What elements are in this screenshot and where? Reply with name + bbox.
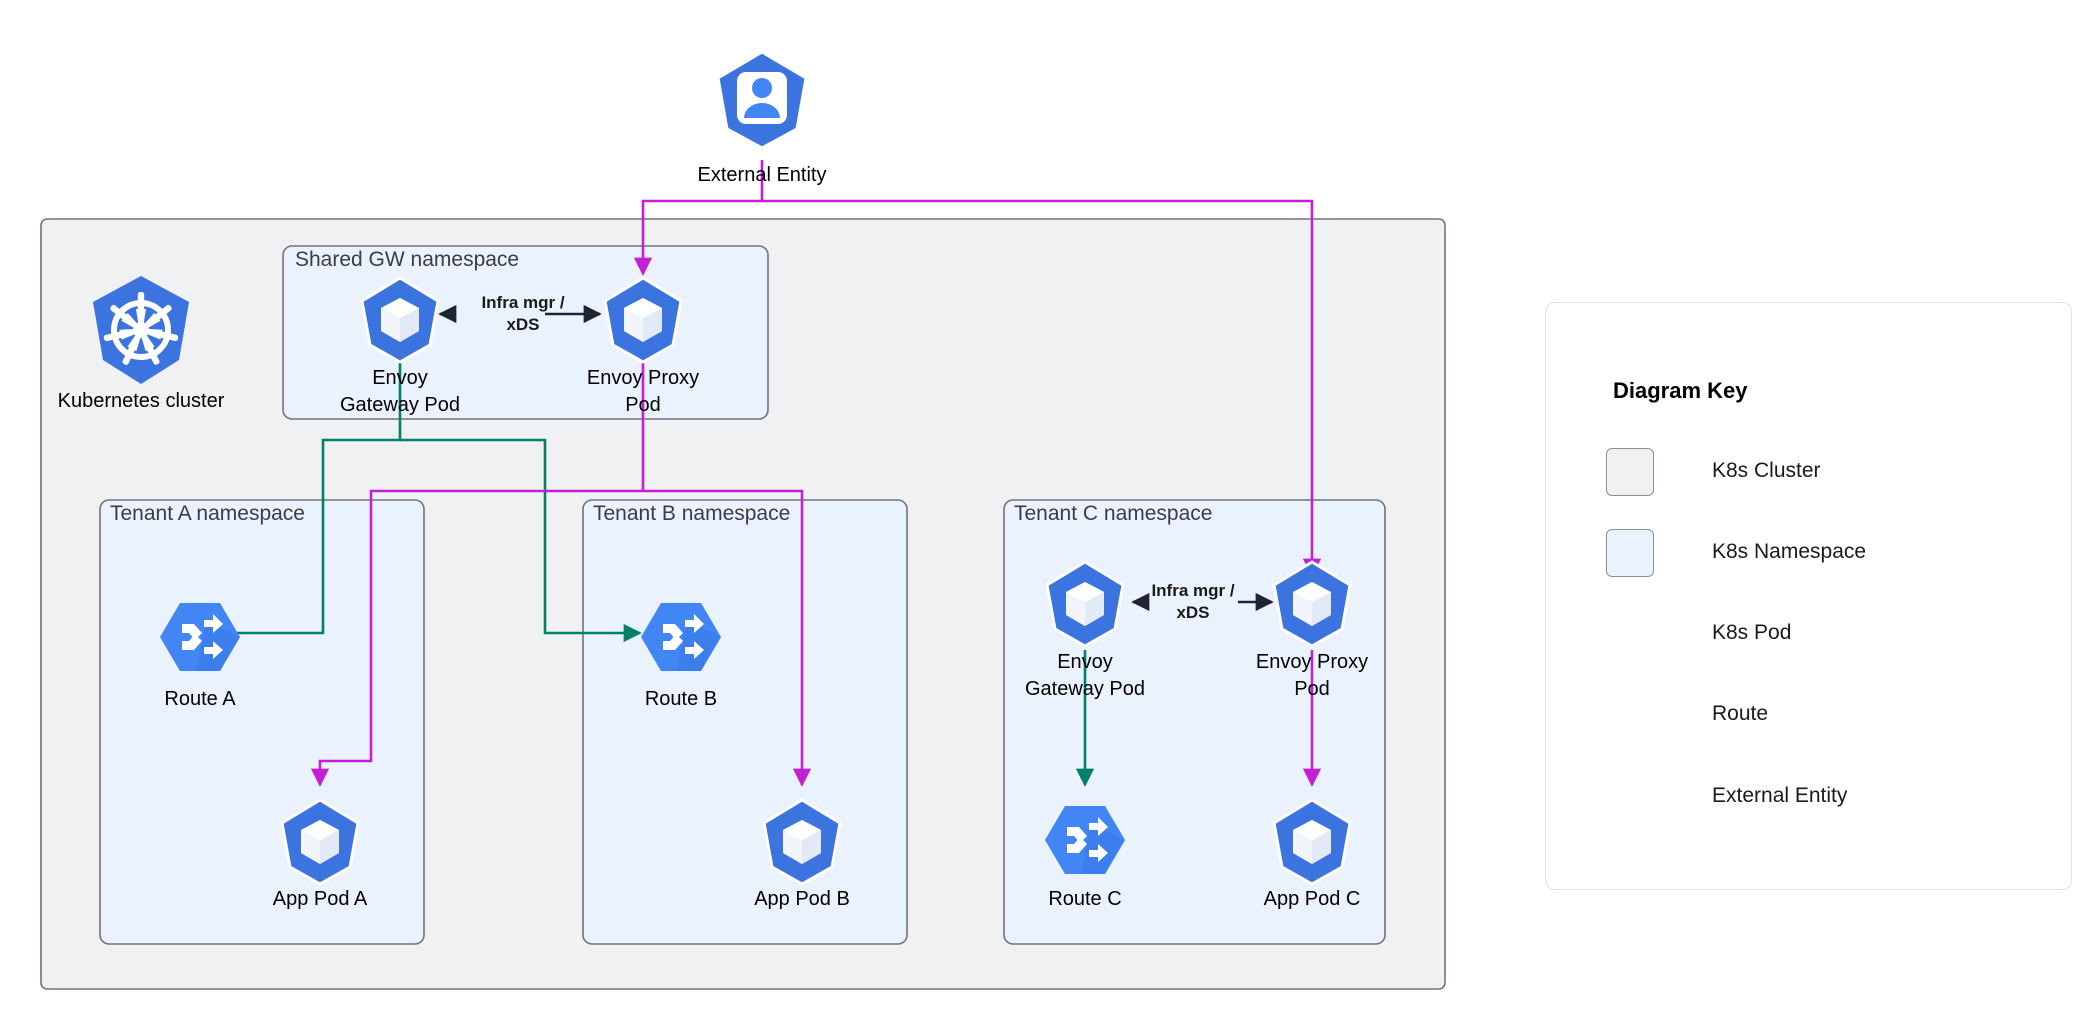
edge-label-tenant-c-infra-mgr: Infra mgr / xDS xyxy=(1151,581,1235,622)
namespace-title-tenant-c: Tenant C namespace xyxy=(1014,502,1213,525)
edge-label-shared-infra-mgr: Infra mgr / xDS xyxy=(481,293,565,334)
edge-gateway-to-route-b xyxy=(400,438,642,643)
edge-proxy-to-app-pod-a xyxy=(310,360,645,787)
namespace-tenant-c xyxy=(1003,499,1386,945)
namespace-tenant-b xyxy=(582,499,908,945)
edge-external-to-tenant-c-proxy xyxy=(762,199,1322,577)
diagram-key-title: Diagram Key xyxy=(1613,378,1748,403)
edge-gateway-to-route-a xyxy=(208,360,402,643)
legend-label-k8s-pod: K8s Pod xyxy=(1712,621,1792,644)
diagram-key-panel xyxy=(1545,302,2072,890)
legend-namespace-swatch xyxy=(1606,529,1654,577)
external-entity-icon[interactable] xyxy=(716,50,808,150)
namespace-tenant-a xyxy=(99,499,425,945)
legend-label-k8s-cluster: K8s Cluster xyxy=(1712,459,1821,482)
legend-cluster-swatch xyxy=(1606,448,1654,496)
namespace-title-shared-gw: Shared GW namespace xyxy=(295,248,520,271)
edge-external-to-shared-proxy xyxy=(633,160,764,276)
namespace-title-tenant-b: Tenant B namespace xyxy=(593,502,791,525)
legend-label-external-entity: External Entity xyxy=(1712,784,1848,807)
namespace-title-tenant-a: Tenant A namespace xyxy=(110,502,305,525)
legend-label-k8s-namespace: K8s Namespace xyxy=(1712,540,1867,563)
edge-proxy-to-app-pod-b xyxy=(643,489,812,787)
legend-label-route: Route xyxy=(1712,702,1769,725)
